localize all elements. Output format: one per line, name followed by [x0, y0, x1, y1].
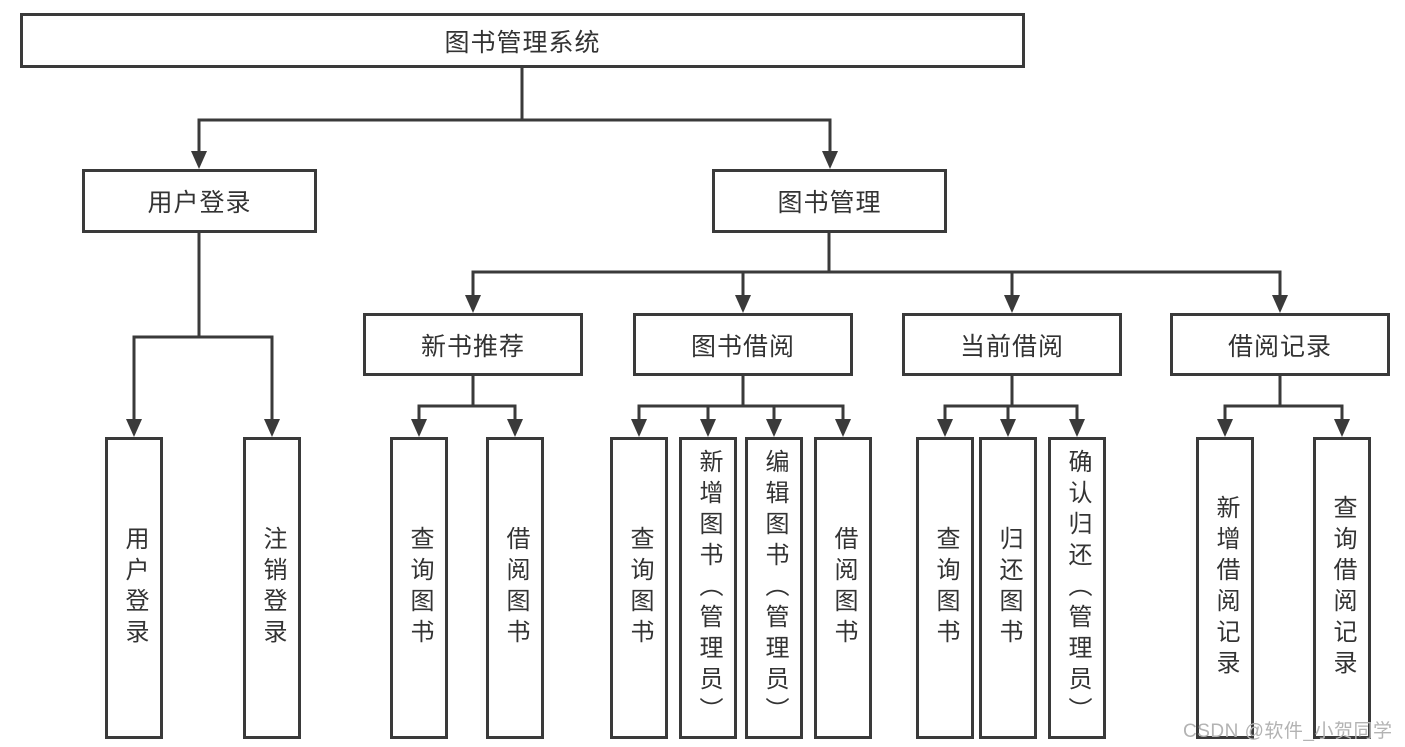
node-label: 用户登录 [121, 526, 148, 650]
node-label: 借阅记录 [1227, 332, 1332, 361]
arrow-head [1272, 295, 1288, 313]
connector-user-login-branch [126, 231, 280, 437]
connector-book-borrow-group [631, 374, 851, 437]
node-current-borrow: 当前借阅 [902, 313, 1122, 376]
node-label: 新增借阅记录 [1212, 495, 1239, 681]
arrow-head [766, 419, 782, 437]
arrow-head [126, 419, 142, 437]
node-label: 借阅图书 [502, 526, 529, 650]
arrow-head [507, 419, 523, 437]
node-root-system: 图书管理系统 [20, 13, 1025, 68]
node-label: 归还图书 [995, 526, 1022, 650]
arrow-head [191, 151, 207, 169]
arrow-head [700, 419, 716, 437]
connector-borrow-record-group [1217, 374, 1350, 437]
connector-root-to-level2 [191, 66, 838, 169]
leaf-query-books: 查询图书 [390, 437, 448, 739]
node-label: 图书借阅 [690, 332, 795, 361]
arrow-head [411, 419, 427, 437]
node-label: 当前借阅 [959, 332, 1064, 361]
node-label: 编辑图书（管理员） [761, 448, 788, 728]
leaf-add-borrow-record: 新增借阅记录 [1196, 437, 1254, 739]
leaf-edit-book-admin: 编辑图书（管理员） [745, 437, 803, 739]
node-label: 用户登录 [147, 189, 252, 217]
leaf-query-books: 查询图书 [610, 437, 668, 739]
leaf-borrow-books: 借阅图书 [486, 437, 544, 739]
connector-current-borrow-group [937, 374, 1085, 437]
node-label: 新增图书（管理员） [695, 448, 722, 728]
leaf-logout: 注销登录 [243, 437, 301, 739]
leaf-user-login: 用户登录 [105, 437, 163, 739]
node-label: 借阅图书 [830, 526, 857, 650]
arrow-head [835, 419, 851, 437]
node-label: 确认归还（管理员） [1064, 448, 1091, 728]
node-user-login: 用户登录 [82, 169, 317, 233]
arrow-head [1334, 419, 1350, 437]
node-label: 查询借阅记录 [1329, 495, 1356, 681]
leaf-query-books: 查询图书 [916, 437, 974, 739]
connector-book-management-branch [465, 231, 1288, 313]
node-book-borrow: 图书借阅 [633, 313, 853, 376]
leaf-query-borrow-record: 查询借阅记录 [1313, 437, 1371, 739]
leaf-add-book-admin: 新增图书（管理员） [679, 437, 737, 739]
arrow-head [1217, 419, 1233, 437]
leaf-confirm-return-admin: 确认归还（管理员） [1048, 437, 1106, 739]
arrow-head [1000, 419, 1016, 437]
arrow-head [631, 419, 647, 437]
node-label: 查询图书 [626, 526, 653, 650]
arrow-head [465, 295, 481, 313]
arrow-head [1004, 295, 1020, 313]
node-new-book-recommend: 新书推荐 [363, 313, 583, 376]
node-label: 注销登录 [259, 526, 286, 650]
node-borrow-record: 借阅记录 [1170, 313, 1390, 376]
arrow-head [822, 151, 838, 169]
node-book-management: 图书管理 [712, 169, 947, 233]
leaf-borrow-books: 借阅图书 [814, 437, 872, 739]
node-label: 图书管理 [777, 189, 882, 217]
arrow-head [937, 419, 953, 437]
node-label: 查询图书 [932, 526, 959, 650]
node-label: 新书推荐 [420, 332, 525, 361]
connector-new-book-group [411, 374, 523, 437]
leaf-return-books: 归还图书 [979, 437, 1037, 739]
arrow-head [735, 295, 751, 313]
arrow-head [264, 419, 280, 437]
arrow-head [1069, 419, 1085, 437]
node-label: 图书管理系统 [444, 28, 601, 57]
csdn-watermark: CSDN @软件_小贺同学 [1183, 721, 1393, 742]
node-label: 查询图书 [406, 526, 433, 650]
